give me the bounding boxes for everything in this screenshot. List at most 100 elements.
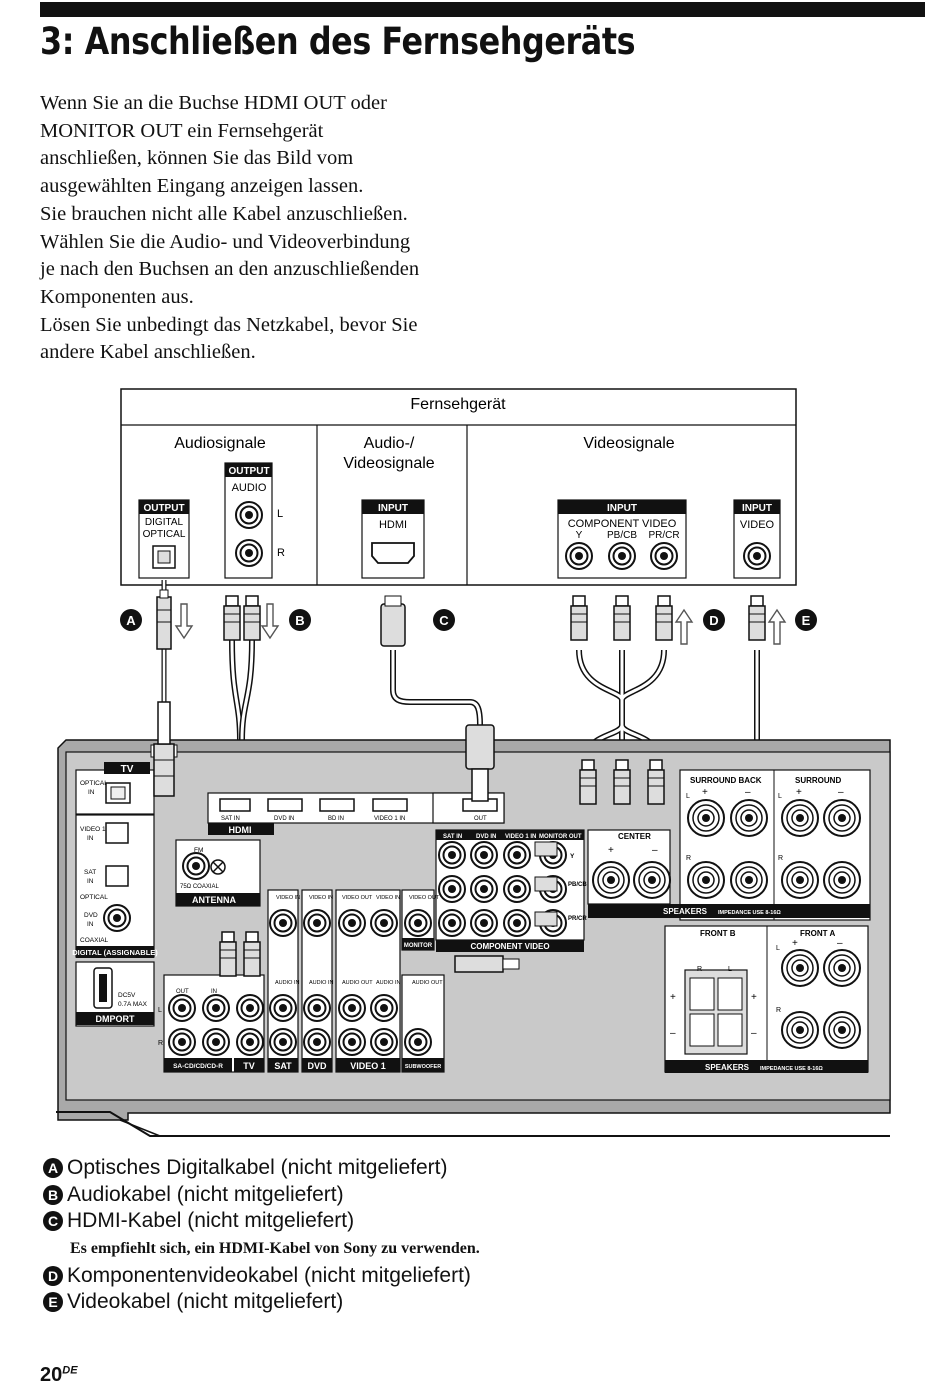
- rcv-comp-pr: PR/CR: [568, 916, 587, 922]
- rcv-component-label: COMPONENT VIDEO: [470, 942, 549, 951]
- rcv-minus: –: [670, 1028, 676, 1039]
- tv-component-label: COMPONENT VIDEO: [568, 518, 677, 530]
- rcv-center-plus[interactable]: [592, 861, 630, 899]
- rcv-r: R: [776, 1007, 781, 1014]
- rcv-fm-jack[interactable]: [182, 852, 210, 880]
- rcv-l-label: L: [158, 1007, 162, 1014]
- rcv-sat-video-in: VIDEO IN: [276, 895, 300, 901]
- speaker-terminals: CENTER + – SURROUND BACK SURROUND L L R …: [587, 769, 871, 1073]
- legend-text: Komponentenvideokabel (nicht mitgeliefer…: [67, 1263, 471, 1287]
- tv-video-jack[interactable]: [743, 542, 771, 570]
- rcv-dc-label: DC5V: [118, 992, 136, 999]
- legend-text: Optisches Digitalkabel (nicht mitgeliefe…: [67, 1156, 448, 1180]
- rcv-monitor-video-jack[interactable]: [404, 909, 432, 937]
- tv-hdmi-label: HDMI: [379, 519, 407, 531]
- tv-audio-r-jack[interactable]: [235, 539, 263, 567]
- rcv-video1-optical-jack[interactable]: [105, 822, 129, 844]
- audio-signals-label: Audiosignale: [174, 435, 266, 452]
- rcv-sub-audio-out: AUDIO OUT: [412, 980, 443, 986]
- page-title: 3: Anschließen des Fernsehgeräts: [40, 20, 636, 63]
- rcv-r: R: [697, 966, 702, 973]
- tv-hdmi-jack[interactable]: [371, 542, 415, 564]
- legend-item-b: B Audiokabel (nicht mitgeliefert): [43, 1182, 923, 1209]
- tv-title: Fernsehgerät: [410, 396, 506, 413]
- rcv-optical-label: OPTICAL: [80, 894, 108, 901]
- intro-line: ausgewählten Eingang anzeigen lassen.: [40, 175, 364, 198]
- receiver-rear-panel: TV OPTICAL IN VIDEO 1 IN SAT IN OPTICAL …: [56, 701, 891, 1137]
- rcv-center-label: CENTER: [618, 832, 651, 841]
- rcv-coaxial-label: COAXIAL: [80, 937, 109, 944]
- tv-optical-output: OUTPUT: [143, 503, 184, 514]
- rcv-coax75: 75Ω COAXIAL: [180, 884, 219, 890]
- rcv-monitor-video-out: VIDEO OUT: [409, 895, 440, 901]
- rcv-comp-monitor: MONITOR OUT: [539, 834, 582, 840]
- rcv-minus: –: [837, 938, 843, 949]
- rcv-r-label: R: [158, 1040, 163, 1047]
- badge-b: B: [295, 613, 304, 628]
- rcv-plus: +: [792, 938, 798, 949]
- rcv-hdmi-dvd: DVD IN: [274, 816, 294, 822]
- legend-badge: E: [43, 1292, 63, 1313]
- rcv-hdmi-video1-jack[interactable]: [372, 798, 408, 812]
- tv-pb-label: PB/CB: [607, 530, 637, 541]
- rcv-comp-dvd: DVD IN: [476, 834, 496, 840]
- rcv-sacd-label: SA-CD/CD/CD-R: [173, 1063, 223, 1070]
- tv-y-label: Y: [576, 530, 583, 541]
- rcv-r: R: [686, 855, 691, 862]
- tv-pb-jack[interactable]: [608, 542, 636, 570]
- rcv-l: L: [686, 793, 690, 800]
- rcv-tv-label: TV: [121, 764, 134, 775]
- intro-line: je nach den Buchsen an den anzuschließen…: [40, 258, 420, 281]
- rcv-r: R: [778, 855, 783, 862]
- intro-line: Wenn Sie an die Buchse HDMI OUT oder: [40, 92, 387, 114]
- rcv-sat-optical-jack[interactable]: [105, 865, 129, 887]
- tv-hdmi-input: INPUT: [378, 503, 408, 514]
- rcv-center-minus[interactable]: [633, 861, 671, 899]
- rcv-impedance-2: IMPEDANCE USE 8-16Ω: [760, 1066, 823, 1072]
- intro-line: andere Kabel anschließen.: [40, 341, 256, 364]
- rcv-subwoofer-jack[interactable]: [404, 1028, 432, 1056]
- rcv-video1-optical: VIDEO 1: [80, 826, 106, 833]
- tv-y-jack[interactable]: [565, 542, 593, 570]
- page-number-value: 20: [40, 1364, 63, 1386]
- tv-audio-l-jack[interactable]: [235, 501, 263, 529]
- rcv-sacd-in: IN: [211, 989, 217, 995]
- rcv-video1-label: VIDEO 1: [350, 1061, 386, 1071]
- rcv-dvd-coax: DVD: [84, 912, 98, 919]
- tv-r-label: R: [277, 547, 285, 559]
- rcv-hdmi-dvd-jack[interactable]: [267, 798, 303, 812]
- rcv-dvd-coax-jack[interactable]: [103, 904, 131, 932]
- tv-pr-jack[interactable]: [650, 542, 678, 570]
- legend-text: Audiokabel (nicht mitgeliefert): [67, 1182, 344, 1206]
- tv-panel: Fernsehgerät Audiosignale Audio-/ Videos…: [120, 388, 797, 586]
- tv-l-label: L: [277, 508, 283, 520]
- rcv-minus: –: [745, 787, 751, 798]
- tv-audio-label: AUDIO: [232, 482, 267, 494]
- legend-note: Es empfiehlt sich, ein HDMI-Kabel von So…: [70, 1239, 480, 1257]
- legend-badge: D: [43, 1265, 63, 1286]
- rcv-hdmi-sat-jack[interactable]: [219, 798, 251, 812]
- rcv-plus: +: [702, 787, 708, 798]
- rcv-dvd-label: DVD: [307, 1061, 327, 1071]
- legend-text: HDMI-Kabel (nicht mitgeliefert): [67, 1209, 355, 1233]
- rcv-in-label: IN: [87, 878, 94, 885]
- rcv-comp-pb: PB/CB: [568, 882, 587, 888]
- rcv-hdmi-video1: VIDEO 1 IN: [374, 816, 405, 822]
- header-rule: [40, 2, 925, 17]
- intro-line: Wählen Sie die Audio- und Videoverbindun…: [40, 230, 411, 253]
- av-signals-label-1: Audio-/: [364, 435, 415, 452]
- badge-a: A: [126, 613, 136, 628]
- rcv-monitor-label: MONITOR: [404, 943, 433, 949]
- badge-d: D: [709, 613, 718, 628]
- video-signals-label: Videosignale: [583, 435, 674, 452]
- rcv-fm-label: FM: [194, 847, 203, 854]
- rcv-antenna-label: ANTENNA: [192, 895, 236, 905]
- legend-item-e: E Videokabel (nicht mitgeliefert): [43, 1289, 923, 1316]
- rcv-plus: +: [751, 992, 757, 1003]
- connection-diagram: Fernsehgerät Audiosignale Audio-/ Videos…: [56, 388, 891, 1137]
- rcv-in-label: IN: [87, 921, 94, 928]
- rcv-hdmi-bd-jack[interactable]: [319, 798, 355, 812]
- rcv-tv-audio-l-jack[interactable]: [236, 994, 264, 1022]
- rcv-hdmi-sat: SAT IN: [221, 816, 240, 822]
- rcv-tv-audio-r-jack[interactable]: [236, 1028, 264, 1056]
